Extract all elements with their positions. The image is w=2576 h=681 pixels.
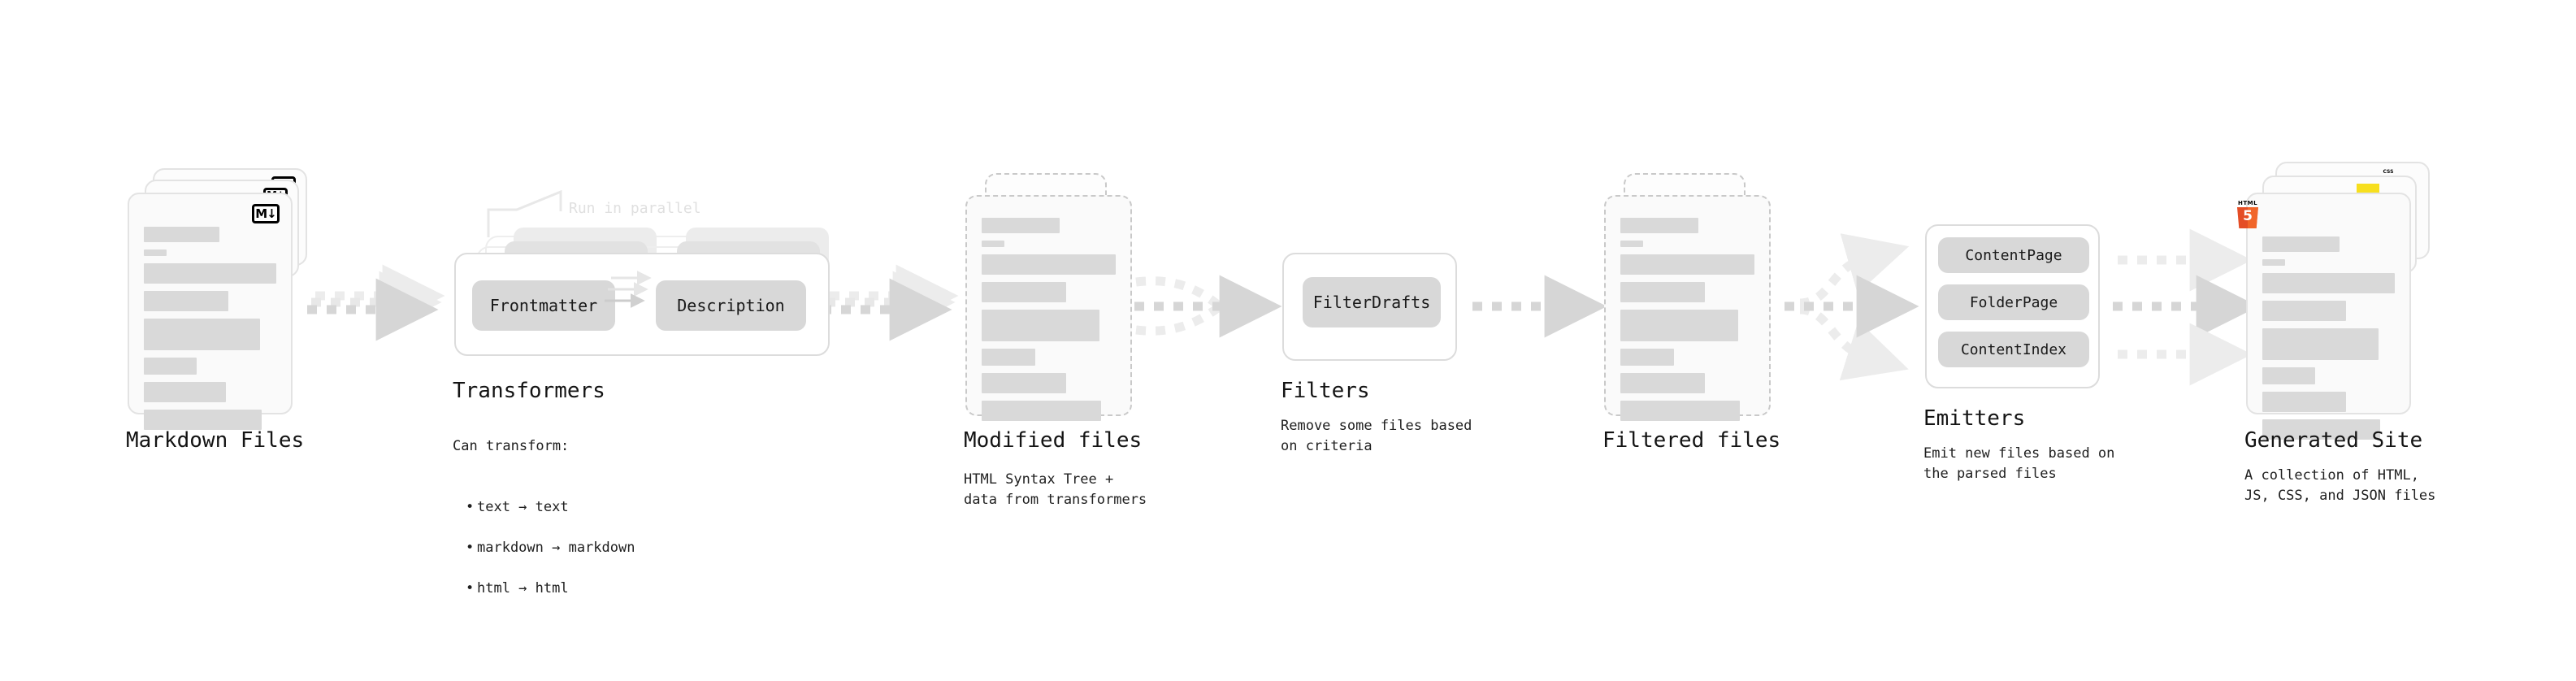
content-bar <box>2262 392 2346 412</box>
conn-modified-to-filters <box>1134 275 1282 338</box>
css-label: CSS <box>2383 169 2394 175</box>
stage-title-markdown-files: Markdown Files <box>126 428 305 453</box>
filtered-card-front <box>1604 195 1771 421</box>
content-bar <box>144 227 219 242</box>
filters-box: FilterDrafts <box>1282 253 1457 361</box>
filtered-content-lines <box>1620 218 1754 421</box>
stage-title-modified-files: Modified files <box>964 428 1143 453</box>
html5-icon: HTML 5 <box>2236 201 2259 228</box>
conn-filtered-to-emitters <box>1785 233 1919 381</box>
content-bar <box>144 291 229 311</box>
content-bar <box>2262 301 2346 321</box>
transformers-capability-item: markdown → markdown <box>466 538 635 558</box>
conn-md-to-transformers <box>307 264 445 341</box>
stage-title-generated-site: Generated Site <box>2244 428 2423 453</box>
stage-title-filtered-files: Filtered files <box>1602 428 1781 453</box>
content-bar <box>1620 349 1674 366</box>
conn-transformers-to-modified <box>822 264 959 341</box>
content-bar <box>2262 259 2285 266</box>
content-bar <box>982 282 1066 302</box>
content-bar <box>1620 254 1754 275</box>
html5-shield: 5 <box>2237 207 2258 228</box>
content-bar <box>982 349 1035 366</box>
emitters-box: ContentPage FolderPage ContentIndex <box>1925 224 2100 388</box>
content-bar <box>2262 236 2340 252</box>
content-bar <box>144 249 167 256</box>
stage-title-filters: Filters <box>1281 379 1370 403</box>
content-bar <box>982 401 1101 421</box>
markdown-content-lines <box>144 227 276 430</box>
emitter-pill-folderpage[interactable]: FolderPage <box>1938 284 2089 320</box>
filter-pill-filterdrafts[interactable]: FilterDrafts <box>1303 277 1441 327</box>
emitters-subtitle: Emit new files based on the parsed files <box>1923 445 2115 482</box>
content-bar <box>1620 282 1705 302</box>
modified-files-subtitle: HTML Syntax Tree + data from transformer… <box>964 471 1147 508</box>
filters-subtitle: Remove some files based on criteria <box>1281 418 1472 454</box>
conn-emitters-to-site <box>2113 228 2259 386</box>
content-bar <box>144 263 276 284</box>
content-bar <box>982 373 1066 393</box>
emitter-pill-contentpage[interactable]: ContentPage <box>1938 237 2089 273</box>
emitter-pill-contentindex[interactable]: ContentIndex <box>1938 332 2089 367</box>
transformer-pill-description[interactable]: Description <box>656 280 806 331</box>
stage-title-transformers: Transformers <box>453 379 605 403</box>
transformers-box: Frontmatter Description <box>454 253 830 356</box>
content-bar <box>982 218 1060 233</box>
content-bar <box>2262 273 2395 293</box>
content-bar <box>982 254 1116 275</box>
generated-site-subtitle: A collection of HTML, JS, CSS, and JSON … <box>2244 467 2436 504</box>
modified-content-lines <box>982 218 1116 421</box>
run-in-parallel-label: Run in parallel <box>569 200 701 217</box>
content-bar <box>144 410 262 430</box>
content-bar <box>144 358 197 375</box>
html5-label: HTML <box>2237 200 2258 206</box>
content-bar <box>144 319 261 350</box>
markdown-card-front: M↓ <box>128 193 293 430</box>
content-bar <box>982 241 1005 247</box>
html5-digit: 5 <box>2243 208 2253 224</box>
content-bar <box>2262 419 2381 440</box>
transformers-subtitle: Can transform: text → text markdown → ma… <box>453 416 635 640</box>
content-bar <box>2262 328 2379 360</box>
generated-card-front-html: HTML 5 <box>2237 193 2411 440</box>
content-bar <box>2262 367 2316 384</box>
stage-title-emitters: Emitters <box>1923 406 2026 431</box>
generated-content-lines <box>2262 236 2395 440</box>
content-bar <box>1620 241 1644 247</box>
content-bar <box>1620 218 1698 233</box>
content-bar <box>982 310 1100 341</box>
transformers-capability-item: html → html <box>466 579 635 599</box>
modified-card-front <box>965 195 1132 421</box>
content-bar <box>1620 373 1705 393</box>
content-bar <box>1620 310 1739 341</box>
content-bar <box>1620 401 1740 421</box>
transformers-capability-item: text → text <box>466 497 635 518</box>
content-bar <box>144 382 227 402</box>
transformers-subtitle-intro: Can transform: <box>453 438 570 454</box>
transformer-pill-frontmatter[interactable]: Frontmatter <box>472 280 615 331</box>
transformers-capability-list: text → text markdown → markdown html → h… <box>453 477 635 619</box>
markdown-badge: M↓ <box>252 204 280 223</box>
